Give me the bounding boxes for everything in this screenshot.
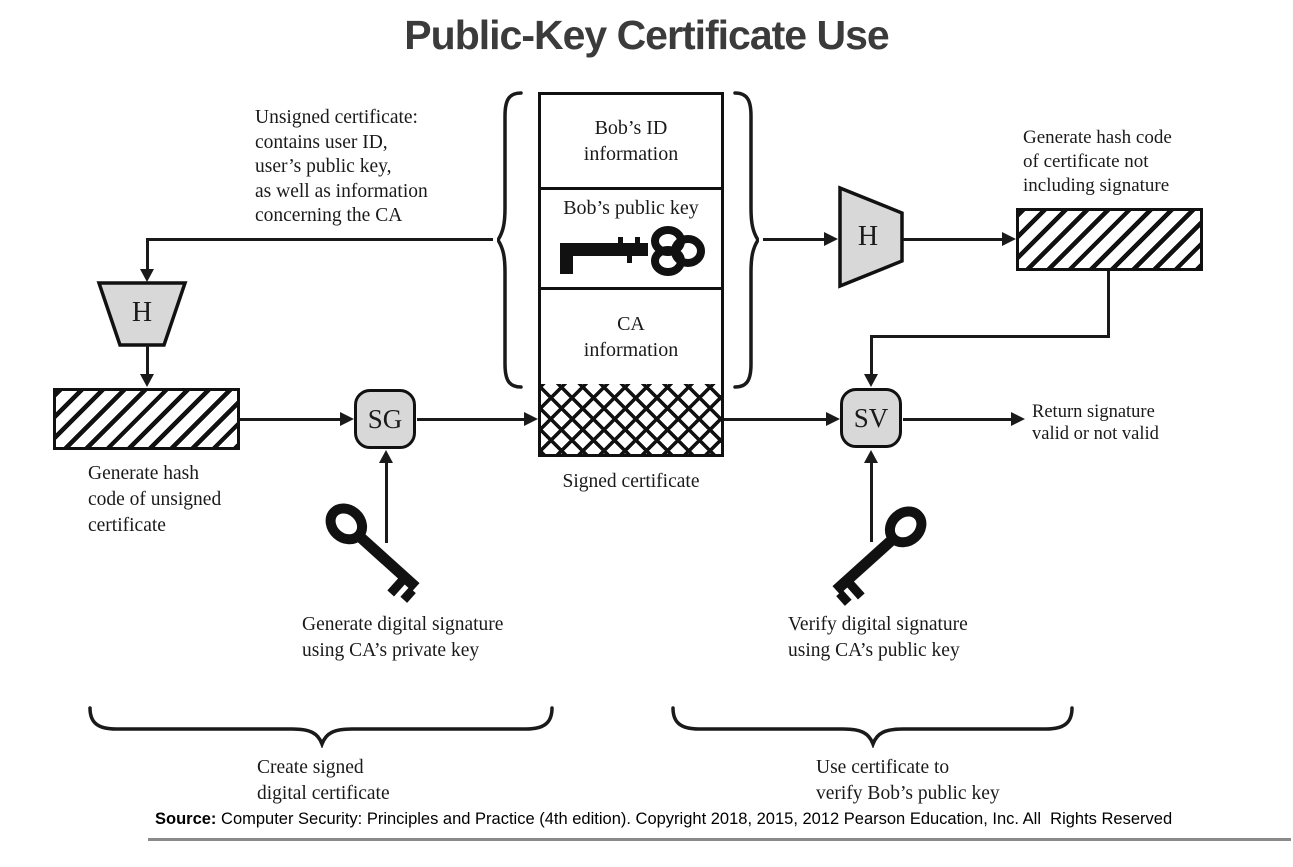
source-text: Computer Security: Principles and Practi… xyxy=(216,810,1173,828)
connector-key-to-sv xyxy=(870,462,873,542)
create-certificate-caption: Create signed digital certificate xyxy=(257,757,390,804)
connector-sv-to-result xyxy=(903,418,1011,421)
ca-public-key-icon xyxy=(832,506,927,606)
right-curly-brace xyxy=(733,91,759,389)
create-certificate-brace xyxy=(88,706,554,748)
bottom-rule xyxy=(148,838,1291,841)
connector-down-to-sv xyxy=(870,335,873,375)
arrowhead xyxy=(340,412,354,426)
generate-hash-left-label: Generate hash code of unsigned certifica… xyxy=(88,463,222,536)
public-key-icon xyxy=(560,226,705,276)
hash-right-label: H xyxy=(857,221,879,252)
certificate-section-bobs-id: Bob’s ID information xyxy=(541,95,721,187)
signature-crosshatch-block xyxy=(541,384,721,454)
verify-signature-label: Verify digital signature using CA’s publ… xyxy=(788,614,968,661)
ca-information-label: CA information xyxy=(583,313,679,361)
use-certificate-caption: Use certificate to verify Bob’s public k… xyxy=(816,757,1000,804)
certificate-box: Bob’s ID information Bob’s public key CA… xyxy=(538,92,724,457)
connector-down-left-h xyxy=(146,238,149,270)
arrowhead xyxy=(864,374,878,387)
arrowhead xyxy=(826,412,840,426)
connector-sg-to-cert xyxy=(417,418,524,421)
connector-brace-to-right-h xyxy=(763,238,824,241)
hash-function-left xyxy=(96,281,188,347)
signature-generate-node: SG xyxy=(354,389,416,449)
arrowhead xyxy=(140,269,154,282)
source-line: Source: Computer Security: Principles an… xyxy=(155,810,1172,829)
generate-hash-right-label: Generate hash code of certificate not in… xyxy=(1023,127,1172,196)
generate-signature-label: Generate digital signature using CA’s pr… xyxy=(302,614,504,661)
arrowhead xyxy=(824,232,838,246)
connector-h-to-hash-right xyxy=(903,238,1002,241)
connector-elbow-vertical xyxy=(1107,271,1110,338)
section-divider xyxy=(541,187,721,190)
bobs-public-key-label: Bob’s public key xyxy=(563,197,699,219)
connector-hash-to-sg xyxy=(240,418,340,421)
connector-h-to-hash xyxy=(146,345,149,375)
section-divider xyxy=(541,287,721,290)
arrowhead xyxy=(524,412,538,426)
left-curly-brace xyxy=(497,91,523,389)
use-certificate-brace xyxy=(671,706,1074,748)
arrowhead xyxy=(1002,232,1016,246)
hash-function-right xyxy=(838,185,904,289)
certificate-section-ca-info: CA information xyxy=(541,290,721,384)
certificate-section-public-key: Bob’s public key xyxy=(541,190,721,287)
source-prefix: Source: xyxy=(155,810,217,828)
signed-certificate-caption: Signed certificate xyxy=(562,471,700,492)
return-signature-label: Return signature valid or not valid xyxy=(1032,402,1159,444)
hash-left-label: H xyxy=(131,297,153,328)
bobs-id-label: Bob’s ID information xyxy=(583,117,679,165)
arrowhead xyxy=(864,450,878,463)
unsigned-certificate-note: Unsigned certificate: contains user ID, … xyxy=(255,107,428,226)
ca-private-key-icon xyxy=(325,503,420,603)
page-title: Public-Key Certificate Use xyxy=(404,12,889,58)
hash-code-box-left xyxy=(53,388,240,450)
connector-cert-to-sv xyxy=(724,418,826,421)
connector-elbow-horizontal xyxy=(870,335,1110,338)
arrowhead xyxy=(140,374,154,387)
hash-code-box-right xyxy=(1016,208,1203,271)
connector-key-to-sg xyxy=(385,463,388,543)
signature-verify-node: SV xyxy=(840,388,902,448)
arrowhead xyxy=(379,450,393,463)
arrowhead xyxy=(1011,412,1025,426)
connector-to-left-hash xyxy=(146,238,493,241)
